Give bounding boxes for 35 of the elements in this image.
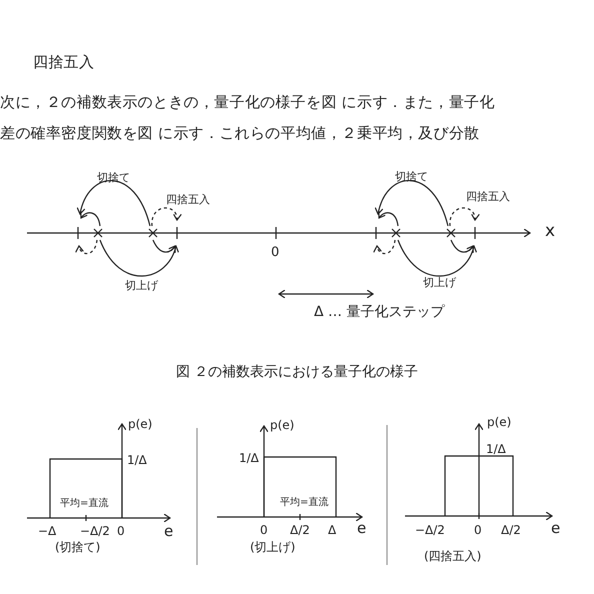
arrow-label: 四捨五入 xyxy=(166,194,210,206)
annotation-text: 平均=直流 xyxy=(60,498,108,509)
caption-text: (切捨て) xyxy=(55,541,100,554)
tick-label: Δ/2 xyxy=(501,524,521,538)
figure-caption: 図 ２の補数表示における量子化の様子 xyxy=(174,365,420,380)
axis-label: x xyxy=(545,222,556,241)
annotation-text: Δ … 量子化ステップ xyxy=(314,305,444,320)
value-label: 1/Δ xyxy=(486,443,506,456)
tick-label: 0 xyxy=(117,525,125,538)
label-text: 四捨五入 xyxy=(33,54,94,70)
arrow-label: 切捨て xyxy=(395,171,428,184)
tick-label: 0 xyxy=(271,246,280,260)
axis-label: e xyxy=(164,523,174,540)
axis-label: e xyxy=(357,520,366,536)
tick-label: −Δ xyxy=(38,525,56,538)
axis-label: p(e) xyxy=(270,419,294,432)
arrow-label: 切上げ xyxy=(125,280,158,292)
tick-label: Δ/2 xyxy=(290,524,310,538)
tick-label: 0 xyxy=(474,524,482,538)
axis-label: p(e) xyxy=(487,416,512,430)
tick-label: −Δ/2 xyxy=(415,524,445,538)
body-text: 次に，２の補数表示のときの，量子化の様子を図 に示す．また，量子化 xyxy=(0,94,495,110)
tick-label: −Δ/2 xyxy=(80,525,110,538)
arrow-label: 切上げ xyxy=(423,277,456,290)
axis-label: p(e) xyxy=(128,418,152,432)
value-label: 1/Δ xyxy=(127,454,147,468)
caption-text: (切上げ) xyxy=(250,541,296,554)
tick-label: Δ xyxy=(328,524,336,538)
caption-text: (四捨五入) xyxy=(424,550,482,564)
body-text: 差の確率密度関数を図 に示す．これらの平均値，２乗平均，及び分散 xyxy=(0,125,480,142)
value-label: 1/Δ xyxy=(239,452,259,466)
axis-label: e xyxy=(551,520,560,536)
tick-label: 0 xyxy=(260,524,268,538)
arrow-label: 四捨五入 xyxy=(466,191,510,204)
annotation-text: 平均=直流 xyxy=(280,497,328,508)
